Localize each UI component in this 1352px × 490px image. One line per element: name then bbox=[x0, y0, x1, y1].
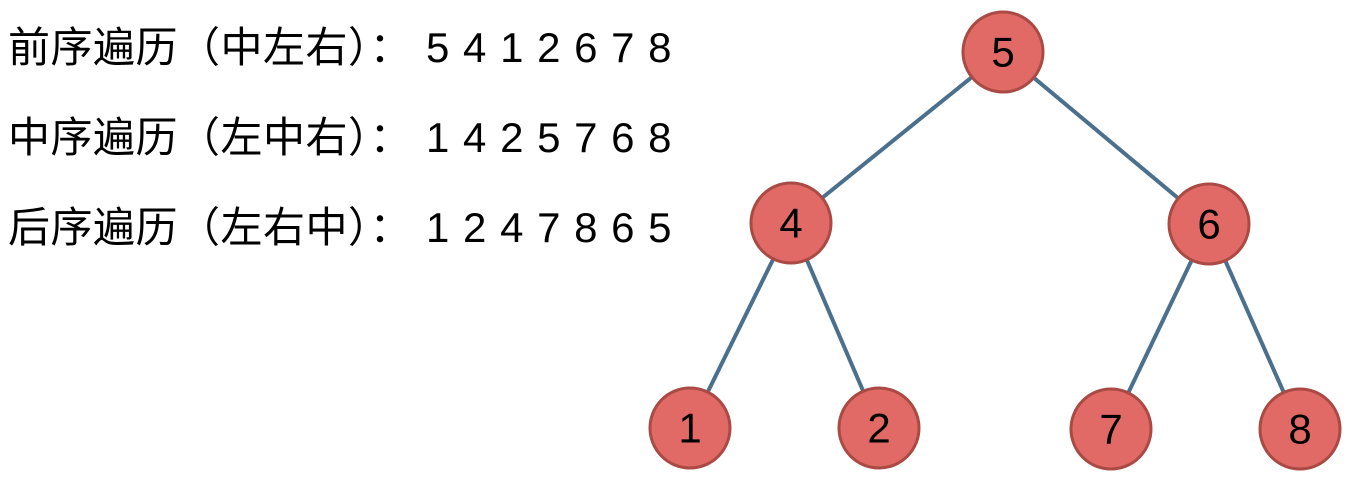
tree-node-circle bbox=[961, 10, 1045, 94]
tree-node-label: 6 bbox=[1197, 201, 1220, 248]
traversal-sequence-postorder: 1 2 4 7 8 6 5 bbox=[426, 204, 673, 251]
tree-node-circle bbox=[1167, 182, 1251, 266]
tree-node-label: 2 bbox=[867, 405, 890, 452]
tree-edge-5-4 bbox=[789, 50, 1005, 225]
tree-node-6: 6 bbox=[1167, 182, 1251, 266]
tree-node-circle bbox=[749, 181, 833, 265]
tree-node-2: 2 bbox=[837, 386, 921, 470]
tree-node-label: 1 bbox=[678, 405, 701, 452]
tree-node-circle bbox=[1069, 387, 1153, 471]
tree-node-circle bbox=[837, 386, 921, 470]
tree-node-label: 5 bbox=[991, 29, 1014, 76]
tree-edge-5-6 bbox=[1001, 50, 1211, 226]
tree-node-label: 8 bbox=[1288, 406, 1311, 453]
traversal-label-preorder: 前序遍历（中左右）： bbox=[8, 24, 413, 71]
tree-node-5: 5 bbox=[961, 10, 1045, 94]
traversal-line-postorder: 后序遍历（左右中）： 1 2 4 7 8 6 5 bbox=[8, 207, 673, 249]
traversal-label-inorder: 中序遍历（左中右）： bbox=[8, 114, 413, 161]
traversal-sequence-inorder: 1 4 2 5 7 6 8 bbox=[426, 114, 673, 161]
traversal-line-inorder: 中序遍历（左中右）： 1 4 2 5 7 6 8 bbox=[8, 117, 673, 159]
tree-node-circle bbox=[1258, 387, 1342, 471]
tree-node-7: 7 bbox=[1069, 387, 1153, 471]
tree-node-8: 8 bbox=[1258, 387, 1342, 471]
tree-node-label: 4 bbox=[779, 200, 802, 247]
tree-node-1: 1 bbox=[648, 386, 732, 470]
tree-node-circle bbox=[648, 386, 732, 470]
traversal-sequence-preorder: 5 4 1 2 6 7 8 bbox=[426, 24, 673, 71]
tree-node-label: 7 bbox=[1099, 406, 1122, 453]
traversal-label-postorder: 后序遍历（左右中）： bbox=[8, 204, 413, 251]
traversal-line-preorder: 前序遍历（中左右）： 5 4 1 2 6 7 8 bbox=[8, 27, 673, 69]
tree-node-4: 4 bbox=[749, 181, 833, 265]
